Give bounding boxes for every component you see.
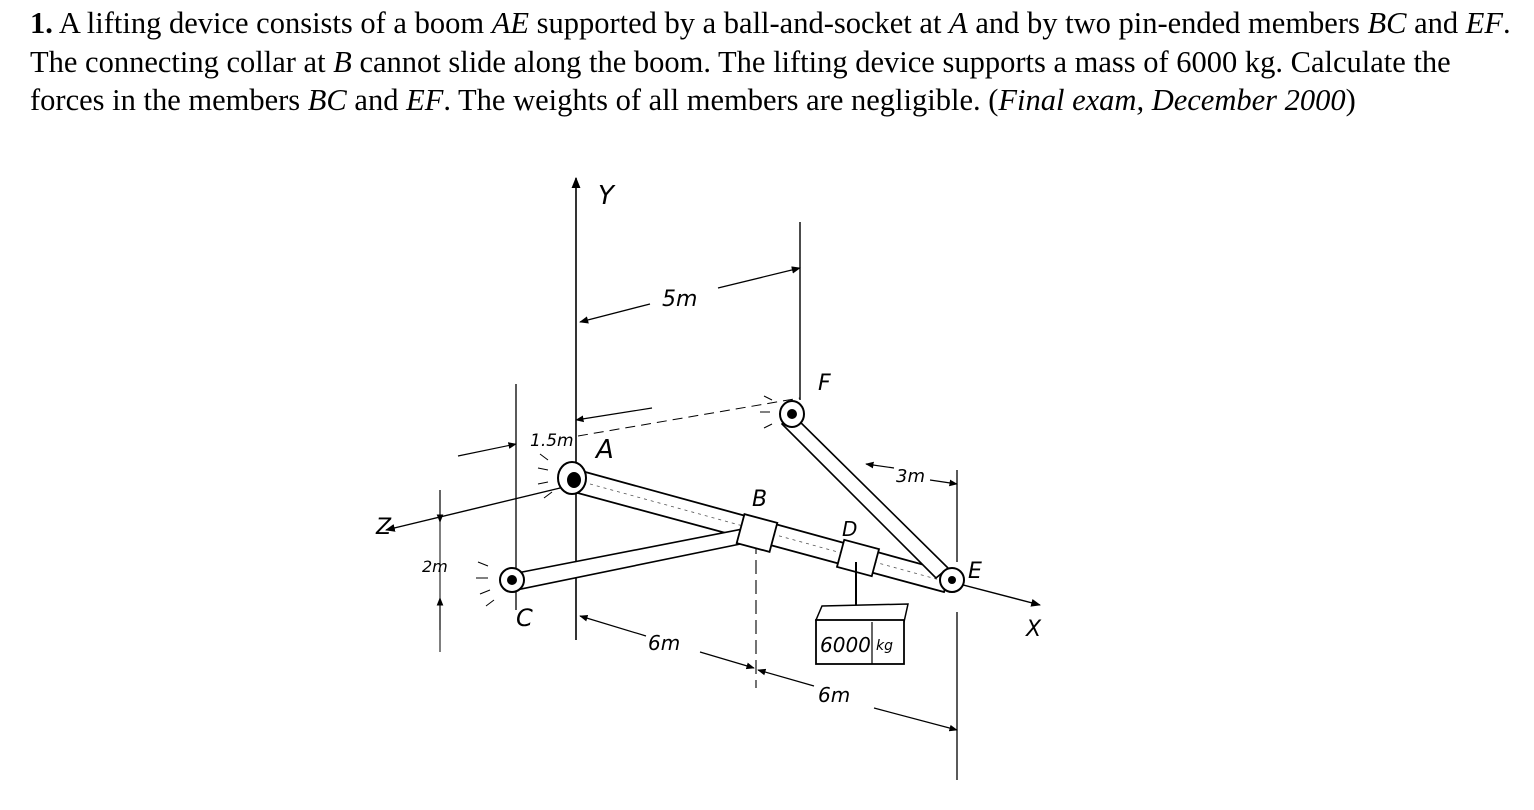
reference-lines [439,222,958,780]
z-axis: Z [375,481,586,540]
problem-text-segment: and by two pin-ended members [967,6,1368,40]
dimension-1-5m-label: 1.5m [530,431,574,451]
problem-text-segment: AE [491,6,529,40]
load-unit: kg [876,638,893,654]
joint-e [939,567,965,593]
load-value: 6000 [820,633,871,657]
dimension-6m-second-label: 6m [818,683,850,707]
support-a [537,453,587,499]
problem-text-segment: and [346,83,407,117]
dimension-3m-label: 3m [896,466,925,487]
dimension-6m-second: 6m [757,668,958,732]
dimension-3m: 3m [865,461,958,487]
problem-text-segment: BC [1367,6,1407,40]
point-label-b: B [752,487,767,512]
point-label-c: C [516,604,533,632]
point-label-f: F [818,371,831,396]
problem-text-segment: . The weights of all members are negligi… [443,83,999,117]
dimension-5m: 5m [579,266,801,324]
problem-number: 1. [30,6,53,40]
support-f [760,395,805,429]
z-axis-label: Z [375,515,392,540]
dimension-5m-label: 5m [662,287,697,312]
dimension-2m-label: 2m [422,557,448,576]
x-axis-label: X [1025,617,1042,642]
collar-d [835,538,881,578]
problem-text-segment: and [1406,6,1466,40]
problem-statement: 1. A lifting device consists of a boom A… [30,4,1520,120]
problem-text-segment: EF [406,83,444,117]
point-label-e: E [968,559,982,584]
dimension-6m-first-label: 6m [648,631,680,655]
problem-text-segment: EF [1465,6,1504,40]
support-c [476,561,525,607]
dimension-1-5m: 1.5m [457,407,653,457]
y-axis-label: Y [598,181,616,211]
member-bc [511,527,751,591]
problem-text-segment: supported by a ball-and-socket at [528,6,950,40]
point-label-a: A [594,435,614,465]
problem-text-segment: B [333,44,352,79]
problem-text-segment: . The connecting collar at [30,6,1511,79]
collar-b [735,513,779,553]
dimension-2m: 2m [422,490,448,630]
problem-text-segment: Final exam, December 2000 [998,83,1346,117]
problem-body: A lifting device consists of a boom AE s… [30,6,1511,117]
point-label-d: D [842,517,857,541]
problem-text-segment: BC [307,83,347,117]
problem-text-segment: cannot slide along the boom. The lifting… [30,44,1451,118]
problem-text-segment: A lifting device consists of a boom [52,6,492,40]
problem-text-segment: ) [1345,83,1356,117]
problem-text-segment: A [949,6,968,40]
dimension-6m-first: 6m [579,614,755,670]
load-6000kg: 6000 kg [814,562,909,665]
